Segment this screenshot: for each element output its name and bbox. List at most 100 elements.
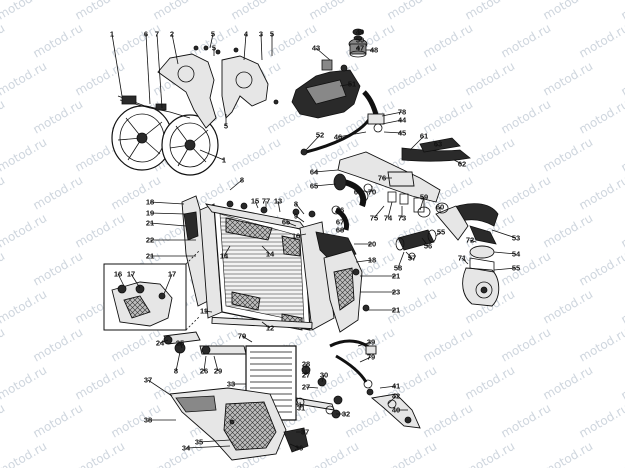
callout-number: 21 [392,306,400,315]
callout-number: 45 [398,129,406,138]
leader-line [405,251,413,259]
watermark-text: motod.ru [229,0,284,23]
watermark-text: motod.ru [73,363,128,403]
leader-line [295,233,307,237]
watermark-text: motod.ru [0,59,49,99]
leader-line [305,386,319,389]
fan-shrouds [157,45,279,129]
watermark-text: motod.ru [619,363,625,403]
watermark-text: motod.ru [421,401,476,441]
leader-line [383,131,403,134]
callout-number: 25 [176,339,184,348]
callout-number: 21 [392,272,400,281]
oil-cooler-cover [169,387,309,461]
callout-number: 63 [434,140,442,149]
callout-number: 78 [398,108,406,117]
watermark-text: motod.ru [541,363,596,403]
callout-number: 33 [227,380,235,389]
callout-number: 19 [146,209,154,218]
callout-number: 39 [367,338,375,347]
callout-number: 37 [301,428,309,437]
watermark-text: motod.ru [385,59,440,99]
leader-line [277,200,281,213]
callout-number: 64 [310,168,319,177]
leader-line [397,251,405,269]
leader-line [213,355,219,372]
callout-number: 67 [336,218,344,227]
callout-number: 4 [244,30,249,39]
callout-number: 70 [368,188,376,197]
leader-line [175,351,181,372]
leader-line [381,119,403,125]
callout-number: 17 [127,270,135,279]
callout-number: 11 [200,307,208,316]
leader-line [313,169,339,173]
watermark-text: motod.ru [307,439,362,468]
watermark-text: motod.ru [619,59,625,99]
upper-coolant-pipes [331,137,471,231]
callout-number: 3 [259,30,263,39]
watermark-text: motod.ru [73,0,128,23]
callout-number: 51 [348,80,356,89]
watermark-text: motod.ru [229,135,284,175]
callout-number: 55 [512,264,520,273]
callout-number: 21 [146,252,154,261]
callout-number: 46 [334,133,342,142]
callout-number: 53 [512,234,520,243]
callout-number: 29 [214,367,222,376]
leader-line [359,356,372,363]
leader-line [149,222,187,227]
callout-number: 14 [266,250,275,259]
callout-number: 21 [146,219,154,228]
watermark-text: motod.ru [0,97,7,137]
callout-number: 76 [378,174,386,183]
watermark-text: motod.ru [109,173,164,213]
callout-number: 49 [356,28,364,37]
watermark-text: motod.ru [577,401,625,441]
callout-number: 8 [240,176,244,185]
watermark-text: motod.ru [577,325,625,365]
callout-number: 55 [437,228,445,237]
callout-number: 38 [144,416,152,425]
leader-line [387,395,397,405]
callout-number: 6 [144,30,148,39]
leader-line [203,355,207,372]
callout-number: 5 [224,122,228,131]
callout-number: 43 [312,44,320,53]
callout-number: 9 [294,212,298,221]
leader-line [159,339,169,344]
leader-line [305,134,321,151]
watermark-text: motod.ru [499,21,554,61]
leader-line [254,200,259,209]
callout-number: 69 [354,188,362,197]
watermark-text: motod.ru [541,439,596,468]
leader-line [243,33,247,61]
callout-number: 20 [368,240,376,249]
watermark-text: motod.ru [385,0,440,23]
leader-line [461,257,469,265]
leader-line [185,445,231,449]
watermark-text: motod.ru [499,325,554,365]
watermark-text: motod.ru [0,173,7,213]
watermark-text: motod.ru [421,325,476,365]
leader-line [299,401,302,409]
watermark-text: motod.ru [619,135,625,175]
watermark-text: motod.ru [0,249,7,289]
callout-number: 65 [282,218,290,227]
callout-number: 1 [222,156,226,165]
leader-line [130,273,141,289]
leader-line [229,179,243,191]
leader-line [285,221,297,227]
callout-number: 36 [295,444,303,453]
callout-number: 34 [182,444,191,453]
callout-number: 68 [336,226,344,235]
cooling-fans [111,95,219,176]
callout-number: 61 [420,132,428,141]
watermark-text: motod.ru [577,21,625,61]
callout-number: 77 [262,197,270,206]
callout-number: 56 [424,242,432,251]
callout-number: 24 [156,339,165,348]
callout-number: 30 [320,371,328,380]
